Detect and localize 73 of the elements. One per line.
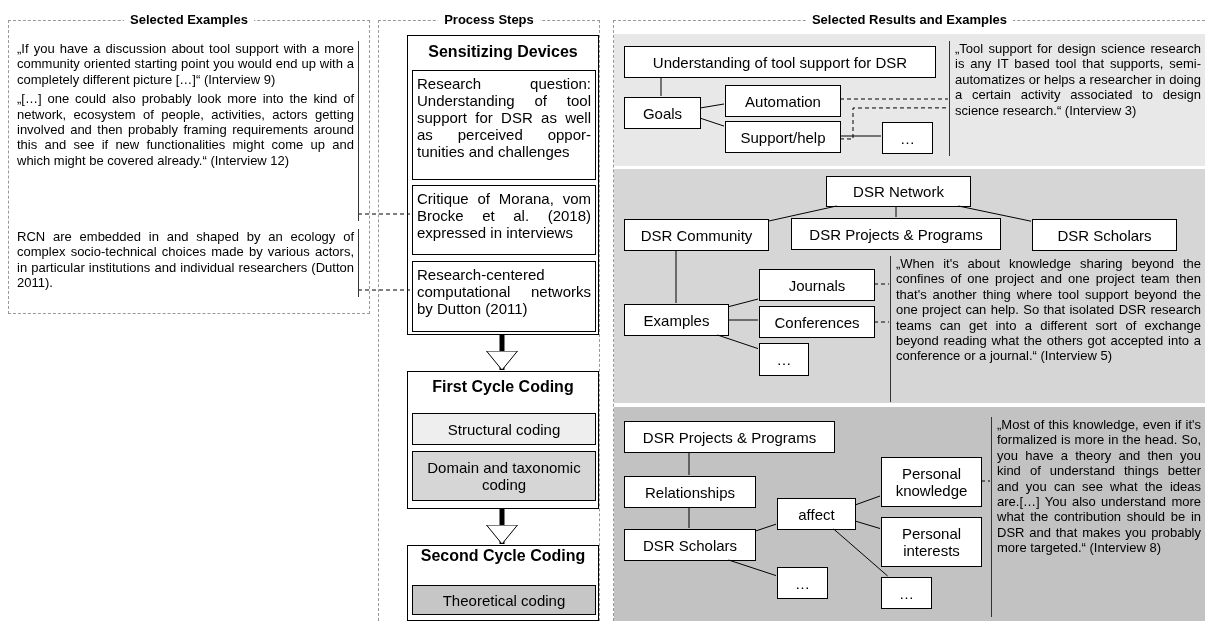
connector-line (754, 523, 777, 532)
concept-box: Examples (624, 304, 729, 336)
concept-box: DSR Network (826, 176, 971, 207)
connector-line (727, 319, 759, 321)
concept-box: DSR Projects & Programs (624, 421, 835, 453)
concept-box: Personal interests (881, 517, 982, 567)
dashed-leader-line (357, 213, 411, 215)
step-heading: Second Cycle Coding (419, 547, 587, 565)
result-panel (614, 34, 1205, 166)
dashed-leader-line (980, 480, 991, 482)
connector-line (688, 506, 690, 529)
concept-box: DSR Projects & Programs (791, 218, 1001, 250)
connector-line (699, 103, 725, 109)
concept-box: Journals (759, 269, 875, 301)
concept-box: Goals (624, 97, 701, 129)
concept-box: Personal knowledge (881, 457, 982, 507)
quote-text: „If you have a discussion about tool support with a more community oriented starting point you would end up with a completely different picture […]“ (Interview 9) (17, 41, 354, 88)
quote-text: „[…] one could also probably look more into the kind of network, ecosystem of people, activities, actors getting involved and then probably framing requirements around this and see if new functionalities might come up and which might be covered already.“ (Interview 12) (17, 91, 354, 169)
concept-box: DSR Community (624, 219, 769, 251)
concept-box: Domain and taxonomic coding (412, 451, 596, 501)
concept-box: Theoretical coding (412, 585, 596, 615)
step-heading: First Cycle Coding (431, 378, 575, 396)
block-arrow (486, 334, 518, 371)
section-title: Selected Results and Examples (805, 12, 1014, 27)
quote-text: „When it's about knowledge sharing beyond the confines of one project and one project team then that's another thing where tool support beyond the one project can help. So that isolated DSR research teams can get into a different sort of exchange beyond reading what the others got accepted into a conference or a journal.“ (Interview 5) (890, 256, 1204, 402)
block-arrow (486, 508, 518, 545)
connector-line (660, 76, 662, 97)
concept-box: Support/help (725, 121, 841, 153)
step-heading: Sensitizing Devices (427, 43, 579, 61)
connector-line (957, 205, 1032, 222)
connector-line (839, 135, 882, 137)
quote-text: „Most of this knowledge, even if it's formalized is more in the head. So, you have a theory and then you kind of understand things better and you can see what the ideas are.[…] You also understand more what the contribution should be in DSR and that makes you probably more targeted.“ (Interview 8) (991, 417, 1204, 617)
concept-box: … (777, 567, 828, 599)
concept-box: DSR Scholars (624, 529, 756, 561)
result-panel (614, 169, 1205, 403)
quote-text: „Tool support for design science research is any IT based tool that supports, semi-automatizes or helps a researcher in doing a certain activity associated to design science research.“ (Interview 3) (949, 41, 1204, 156)
concept-box: Conferences (759, 306, 875, 338)
connector-line (833, 528, 889, 577)
connector-line (854, 495, 881, 506)
connector-line (688, 451, 690, 476)
dashed-leader-line (873, 321, 890, 323)
concept-box: affect (777, 498, 856, 530)
source-box: Critique of Morana, vom Brocke et al. (2018) expressed in interviews (412, 185, 596, 255)
section-title: Process Steps (438, 12, 540, 27)
step-box (407, 35, 599, 335)
connector-line (895, 205, 897, 218)
concept-box: Structural coding (412, 413, 596, 445)
concept-box: Understanding of tool support for DSR (624, 46, 936, 78)
connector-line (699, 117, 725, 127)
source-box: Research question: Understanding of tool support for DSR as well as perceived oppor-tunities and challenges (412, 70, 596, 180)
connector-line (767, 205, 838, 222)
connector-line (675, 249, 677, 304)
dashed-leader-line (357, 289, 411, 291)
dashed-leader-line (839, 98, 949, 100)
dashed-leader-line (839, 107, 949, 140)
connector-line (727, 298, 759, 308)
concept-box: Automation (725, 85, 841, 117)
connector-line (717, 334, 759, 350)
step-box (407, 545, 599, 621)
section-title: Selected Examples (124, 12, 254, 27)
connector-line (854, 520, 881, 529)
concept-box: DSR Scholars (1032, 219, 1177, 251)
result-panel (614, 407, 1205, 621)
concept-box: … (881, 577, 932, 609)
quote-bracket (17, 41, 359, 221)
quote-text: RCN are embedded in and shaped by an ecology of complex socio-technical choices made by various actors, in particular institutions and individual researchers (Dutton 2011). (17, 229, 359, 297)
dashed-leader-line (873, 283, 890, 285)
concept-box: … (759, 343, 809, 376)
connector-line (728, 559, 777, 577)
concept-box: Relationships (624, 476, 756, 508)
step-box (407, 371, 599, 509)
source-box: Research-centered computational networks by Dutton (2011) (412, 261, 596, 332)
concept-box: … (882, 122, 933, 154)
